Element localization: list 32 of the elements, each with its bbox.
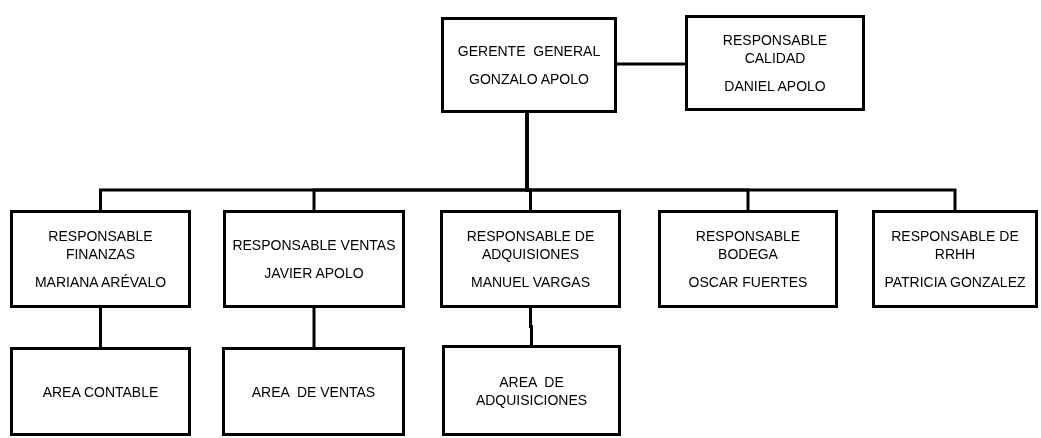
person-name: MARIANA ARÉVALO: [34, 273, 167, 291]
role-title: GERENTE GENERAL: [457, 42, 601, 60]
role-title: RESPONSABLE DE RRHH: [890, 227, 1020, 263]
role-title: RESPONSABLE CALIDAD: [721, 31, 829, 67]
org-box: [441, 17, 617, 113]
role-title: RESPONSABLE DE ADQUISIONES: [465, 227, 596, 263]
org-box: [222, 347, 405, 436]
role-title: AREA DE ADQUISICIONES: [474, 372, 589, 409]
connector-line: [99, 308, 102, 347]
person-name: JAVIER APOLO: [264, 264, 364, 282]
org-box: [440, 210, 621, 308]
org-box: [685, 15, 865, 111]
connector-line: [312, 308, 316, 347]
person-name: DANIEL APOLO: [724, 77, 826, 95]
org-box: [658, 210, 838, 308]
connector-line: [617, 62, 685, 66]
person-name: GONZALO APOLO: [469, 70, 589, 88]
role-title: RESPONSABLE VENTAS: [232, 236, 396, 254]
org-box: [10, 347, 191, 436]
connector-line: [529, 308, 533, 345]
connector-line: [525, 113, 957, 210]
role-title: RESPONSABLE BODEGA: [694, 227, 802, 263]
role-title: AREA CONTABLE: [42, 382, 159, 401]
org-box: [872, 210, 1038, 308]
org-box: [223, 210, 405, 308]
org-box: [442, 345, 621, 436]
role-title: RESPONSABLE FINANZAS: [47, 227, 154, 263]
org-box: [10, 210, 191, 308]
person-name: MANUEL VARGAS: [471, 273, 590, 291]
person-name: PATRICIA GONZALEZ: [884, 273, 1026, 291]
person-name: OSCAR FUERTES: [688, 273, 808, 291]
role-title: AREA DE VENTAS: [251, 382, 376, 401]
